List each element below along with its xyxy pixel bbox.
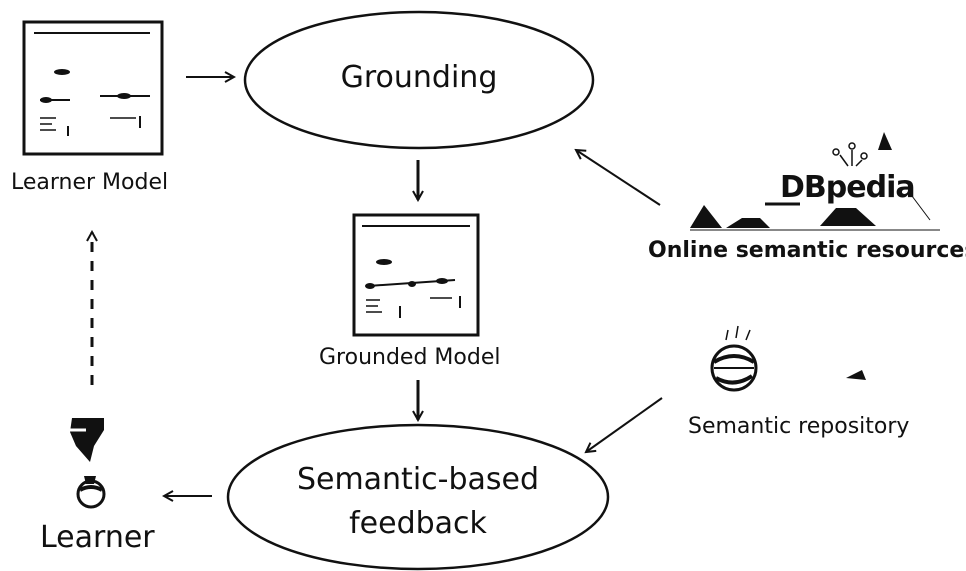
grounding-ellipse — [243, 10, 595, 150]
grounded-model-label: Grounded Model — [319, 345, 501, 370]
online-resources-label: Online semantic resources — [648, 238, 966, 263]
semantic-repository-globe-icon — [710, 325, 866, 392]
grounded-model-thumbnail — [352, 213, 480, 337]
dbpedia-logo-text: DBpedia — [780, 170, 916, 205]
arrow-online-resources-to-grounding — [576, 150, 661, 206]
feedback-label-line1: Semantic-based — [296, 462, 540, 497]
learner-label: Learner — [40, 520, 155, 555]
learner-person-icon — [68, 418, 106, 509]
feedback-ellipse — [226, 423, 610, 571]
semantic-repository-label: Semantic repository — [688, 414, 910, 439]
learner-model-thumbnail — [22, 20, 164, 156]
feedback-label-line2: feedback — [349, 506, 487, 541]
dbpedia-logo-icon — [690, 132, 940, 231]
arrow-repository-to-feedback — [586, 397, 663, 452]
grounding-label: Grounding — [340, 60, 498, 95]
learner-model-label: Learner Model — [11, 170, 169, 195]
